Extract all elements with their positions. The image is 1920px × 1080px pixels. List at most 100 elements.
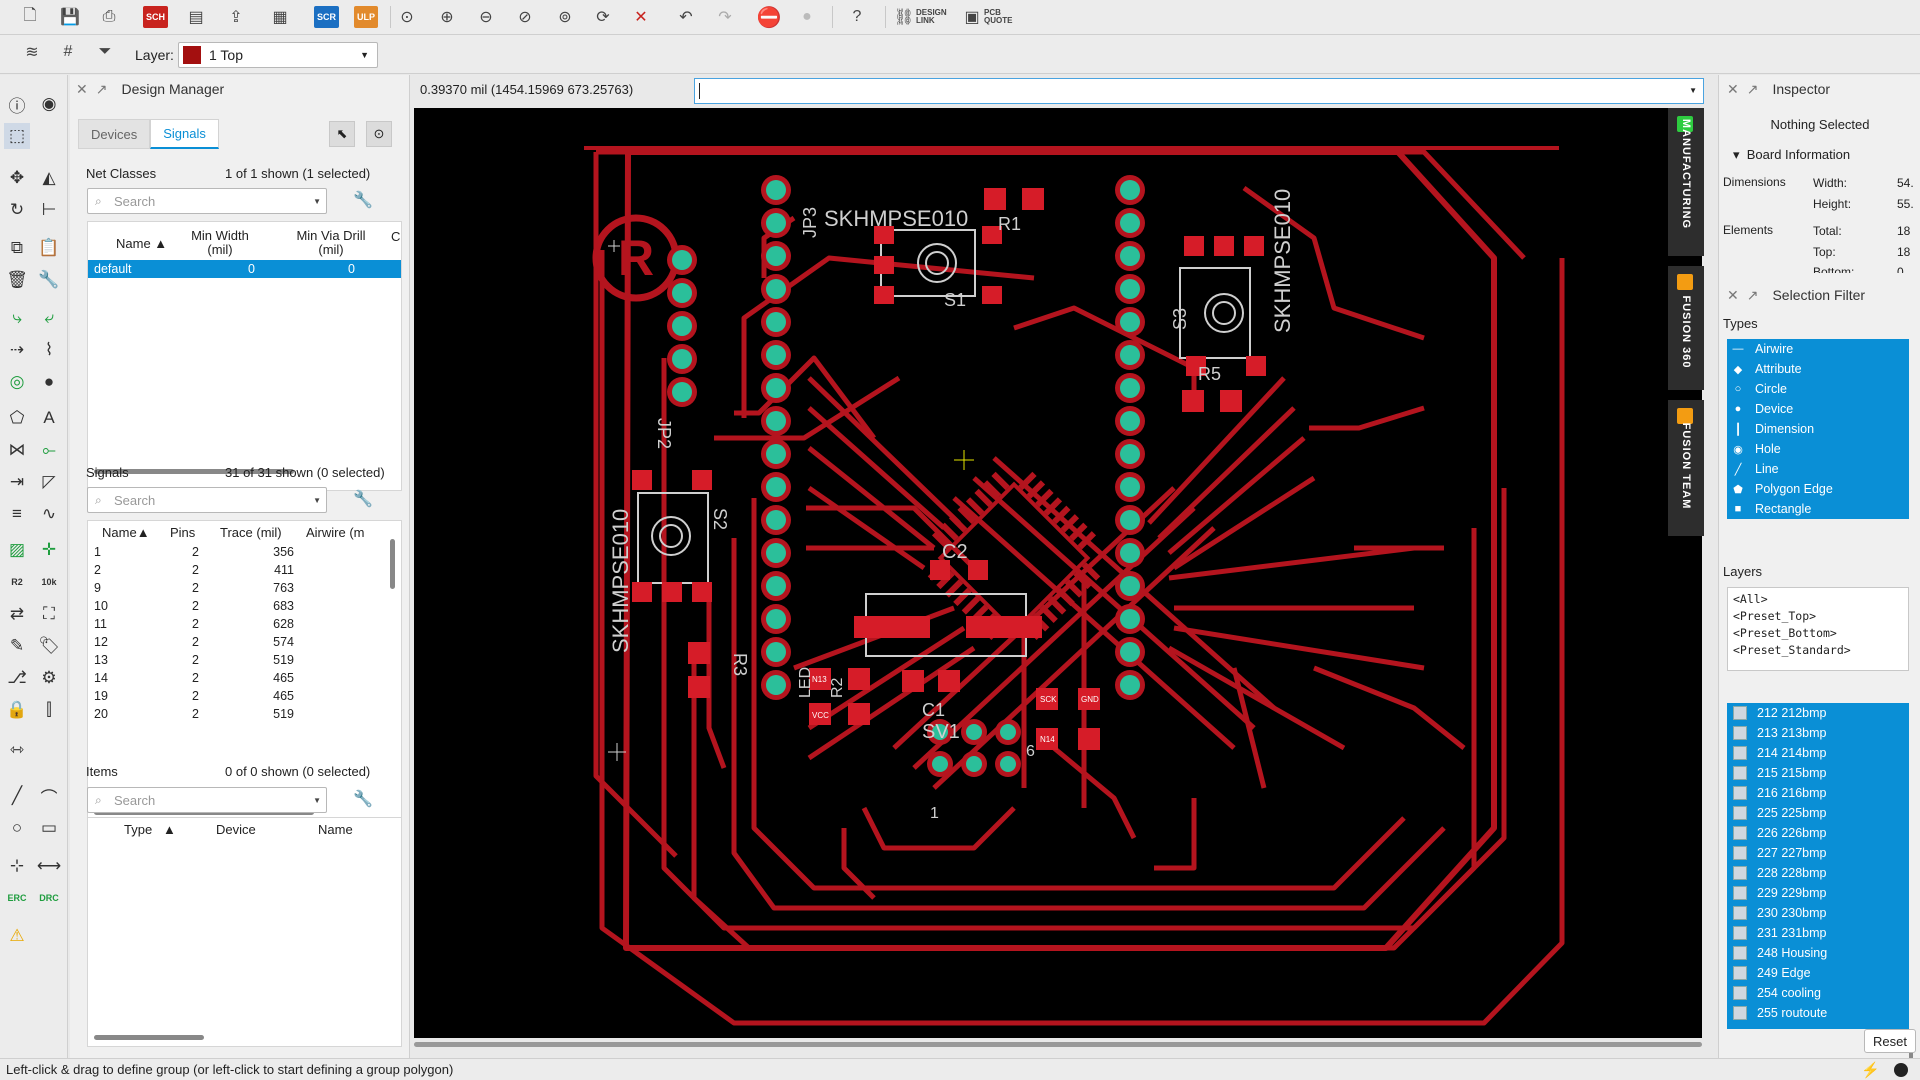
copy-icon[interactable]: ⧉ <box>10 238 24 257</box>
stop-icon[interactable]: ⛔ <box>756 6 782 29</box>
optimize-icon[interactable]: ⇥ <box>9 472 25 491</box>
cam-icon[interactable]: ▤ <box>188 9 204 26</box>
signal-icon[interactable]: ⟜ <box>42 440 56 459</box>
zoom-previous-icon[interactable]: ⊘ <box>518 9 532 26</box>
board-information-toggle[interactable]: ▾ Board Information <box>1733 147 1851 162</box>
help-icon[interactable]: ? <box>852 8 862 25</box>
wrench-icon[interactable]: 🔧 <box>353 491 373 508</box>
library-icon[interactable]: ▦ <box>272 9 288 26</box>
column-name[interactable]: Name ▲ <box>116 236 168 251</box>
type-item[interactable]: —Airwire <box>1727 339 1909 359</box>
space-icon[interactable]: ⇿ <box>9 740 25 759</box>
select-icon[interactable]: ⬉ <box>329 121 355 147</box>
smash-icon[interactable]: ✎ <box>9 636 25 655</box>
vertical-scrollbar[interactable] <box>390 539 395 589</box>
delete-icon[interactable]: 🗑 <box>6 270 28 289</box>
preset-item[interactable]: <Preset_Standard> <box>1733 643 1851 657</box>
drc-icon[interactable]: DRC <box>39 893 59 903</box>
layer-item[interactable]: 212 212bmp <box>1727 703 1909 723</box>
warning-icon[interactable]: ⚠ <box>9 926 25 945</box>
layer-item[interactable]: 255 routoute <box>1727 1003 1909 1023</box>
undock-icon[interactable]: ↗ <box>95 80 108 97</box>
tag-icon[interactable]: 🏷 <box>38 636 60 655</box>
layer-item[interactable]: 213 213bmp <box>1727 723 1909 743</box>
net-classes-search[interactable]: ⌕ Search ▼ <box>87 188 327 214</box>
wrench-icon[interactable]: 🔧 <box>353 791 373 808</box>
group-icon[interactable]: ⬚ <box>4 123 30 149</box>
layer-checkbox[interactable] <box>1733 706 1747 720</box>
undock-icon[interactable]: ↗ <box>1746 286 1759 303</box>
reset-button[interactable]: Reset <box>1864 1029 1916 1053</box>
layer-checkbox[interactable] <box>1733 1006 1747 1020</box>
show-icon[interactable]: ◉ <box>41 94 57 113</box>
layer-item[interactable]: 254 cooling <box>1727 983 1909 1003</box>
print-icon[interactable]: ⎙ <box>102 8 116 25</box>
erc-icon[interactable]: ERC <box>7 893 27 903</box>
ratsnest-icon[interactable]: ✕ <box>634 9 648 26</box>
type-item[interactable]: ╱Line <box>1727 459 1909 479</box>
ripup-icon[interactable]: ⤶ <box>44 308 54 327</box>
mirror-icon[interactable]: ◭ <box>42 168 56 187</box>
lock-icon[interactable]: 🔒 <box>6 700 28 719</box>
preset-item[interactable]: <Preset_Bottom> <box>1733 626 1837 640</box>
text-tool-icon[interactable]: A <box>43 408 55 427</box>
layer-item[interactable]: 226 226bmp <box>1727 823 1909 843</box>
layer-item[interactable]: 249 Edge <box>1727 963 1909 983</box>
pcb-drawing[interactable]: R <box>414 108 1702 1038</box>
type-item[interactable]: ■Rectangle <box>1727 499 1909 519</box>
miter-icon[interactable]: ◸ <box>42 472 56 491</box>
design-link-icon[interactable]: ⛓ <box>893 9 915 26</box>
close-icon[interactable]: ✕ <box>1727 80 1739 97</box>
script-button[interactable]: SCR <box>314 6 340 28</box>
column-min-via-drill[interactable]: Min Via Drill(mil) <box>296 228 366 257</box>
polygon-icon[interactable]: ⬠ <box>9 408 25 427</box>
layer-item[interactable]: 248 Housing <box>1727 943 1909 963</box>
layer-select[interactable]: 1 Top ▼ <box>178 42 378 68</box>
tab-fusion-360[interactable]: FUSION 360 <box>1668 266 1704 390</box>
column-min-width[interactable]: Min Width(mil) <box>191 228 249 257</box>
ratsnest-tool-icon[interactable]: ⋈ <box>8 440 26 459</box>
redraw-icon[interactable]: ⟳ <box>596 9 610 26</box>
autorouter-icon[interactable]: ▨ <box>8 540 26 559</box>
horizontal-scrollbar[interactable] <box>94 1035 204 1040</box>
zoom-in-icon[interactable]: ⊕ <box>440 9 454 26</box>
layer-checkbox[interactable] <box>1733 806 1747 820</box>
items-search[interactable]: ⌕ Search ▼ <box>87 787 327 813</box>
fanout-icon[interactable]: ⇢ <box>9 340 25 359</box>
meander-icon[interactable]: ⌇ <box>44 340 54 359</box>
layer-item[interactable]: 214 214bmp <box>1727 743 1909 763</box>
layer-checkbox[interactable] <box>1733 786 1747 800</box>
layer-checkbox[interactable] <box>1733 906 1747 920</box>
type-item[interactable]: ⬟Polygon Edge <box>1727 479 1909 499</box>
canvas-horizontal-scrollbar[interactable] <box>414 1042 1702 1047</box>
table-row[interactable]: default 0 0 <box>88 260 401 278</box>
pcb-quote-icon[interactable]: ▣ <box>964 9 980 26</box>
mark-icon[interactable]: ⊹ <box>9 856 25 875</box>
layer-checkbox[interactable] <box>1733 986 1747 1000</box>
route-icon[interactable]: ⤷ <box>12 308 22 327</box>
schematic-button[interactable]: SCH <box>143 6 169 28</box>
layer-checkbox[interactable] <box>1733 866 1747 880</box>
layer-item[interactable]: 215 215bmp <box>1727 763 1909 783</box>
grid-icon[interactable]: # <box>63 43 73 60</box>
preset-item[interactable]: <All> <box>1733 592 1768 606</box>
move-icon[interactable]: ✥ <box>9 168 25 187</box>
layer-item[interactable]: 225 225bmp <box>1727 803 1909 823</box>
zoom-fit-icon[interactable]: ⊙ <box>400 9 414 26</box>
layer-item[interactable]: 228 228bmp <box>1727 863 1909 883</box>
layer-checkbox[interactable] <box>1733 766 1747 780</box>
layer-item[interactable]: 229 229bmp <box>1727 883 1909 903</box>
lock-move-icon[interactable]: ⛶ <box>43 604 55 623</box>
chevron-down-icon[interactable]: ▼ <box>1689 86 1697 95</box>
zoom-select-icon[interactable]: ⊚ <box>558 9 572 26</box>
column-name[interactable]: Name▲ <box>102 525 150 540</box>
export-icon[interactable]: ⇪ <box>229 9 243 26</box>
attribute-icon[interactable]: ⫿ <box>46 700 52 719</box>
close-icon[interactable]: ✕ <box>76 80 88 97</box>
layer-checkbox[interactable] <box>1733 886 1747 900</box>
paste-icon[interactable]: 📋 <box>38 238 60 257</box>
hole-tool-icon[interactable]: ● <box>43 372 55 391</box>
